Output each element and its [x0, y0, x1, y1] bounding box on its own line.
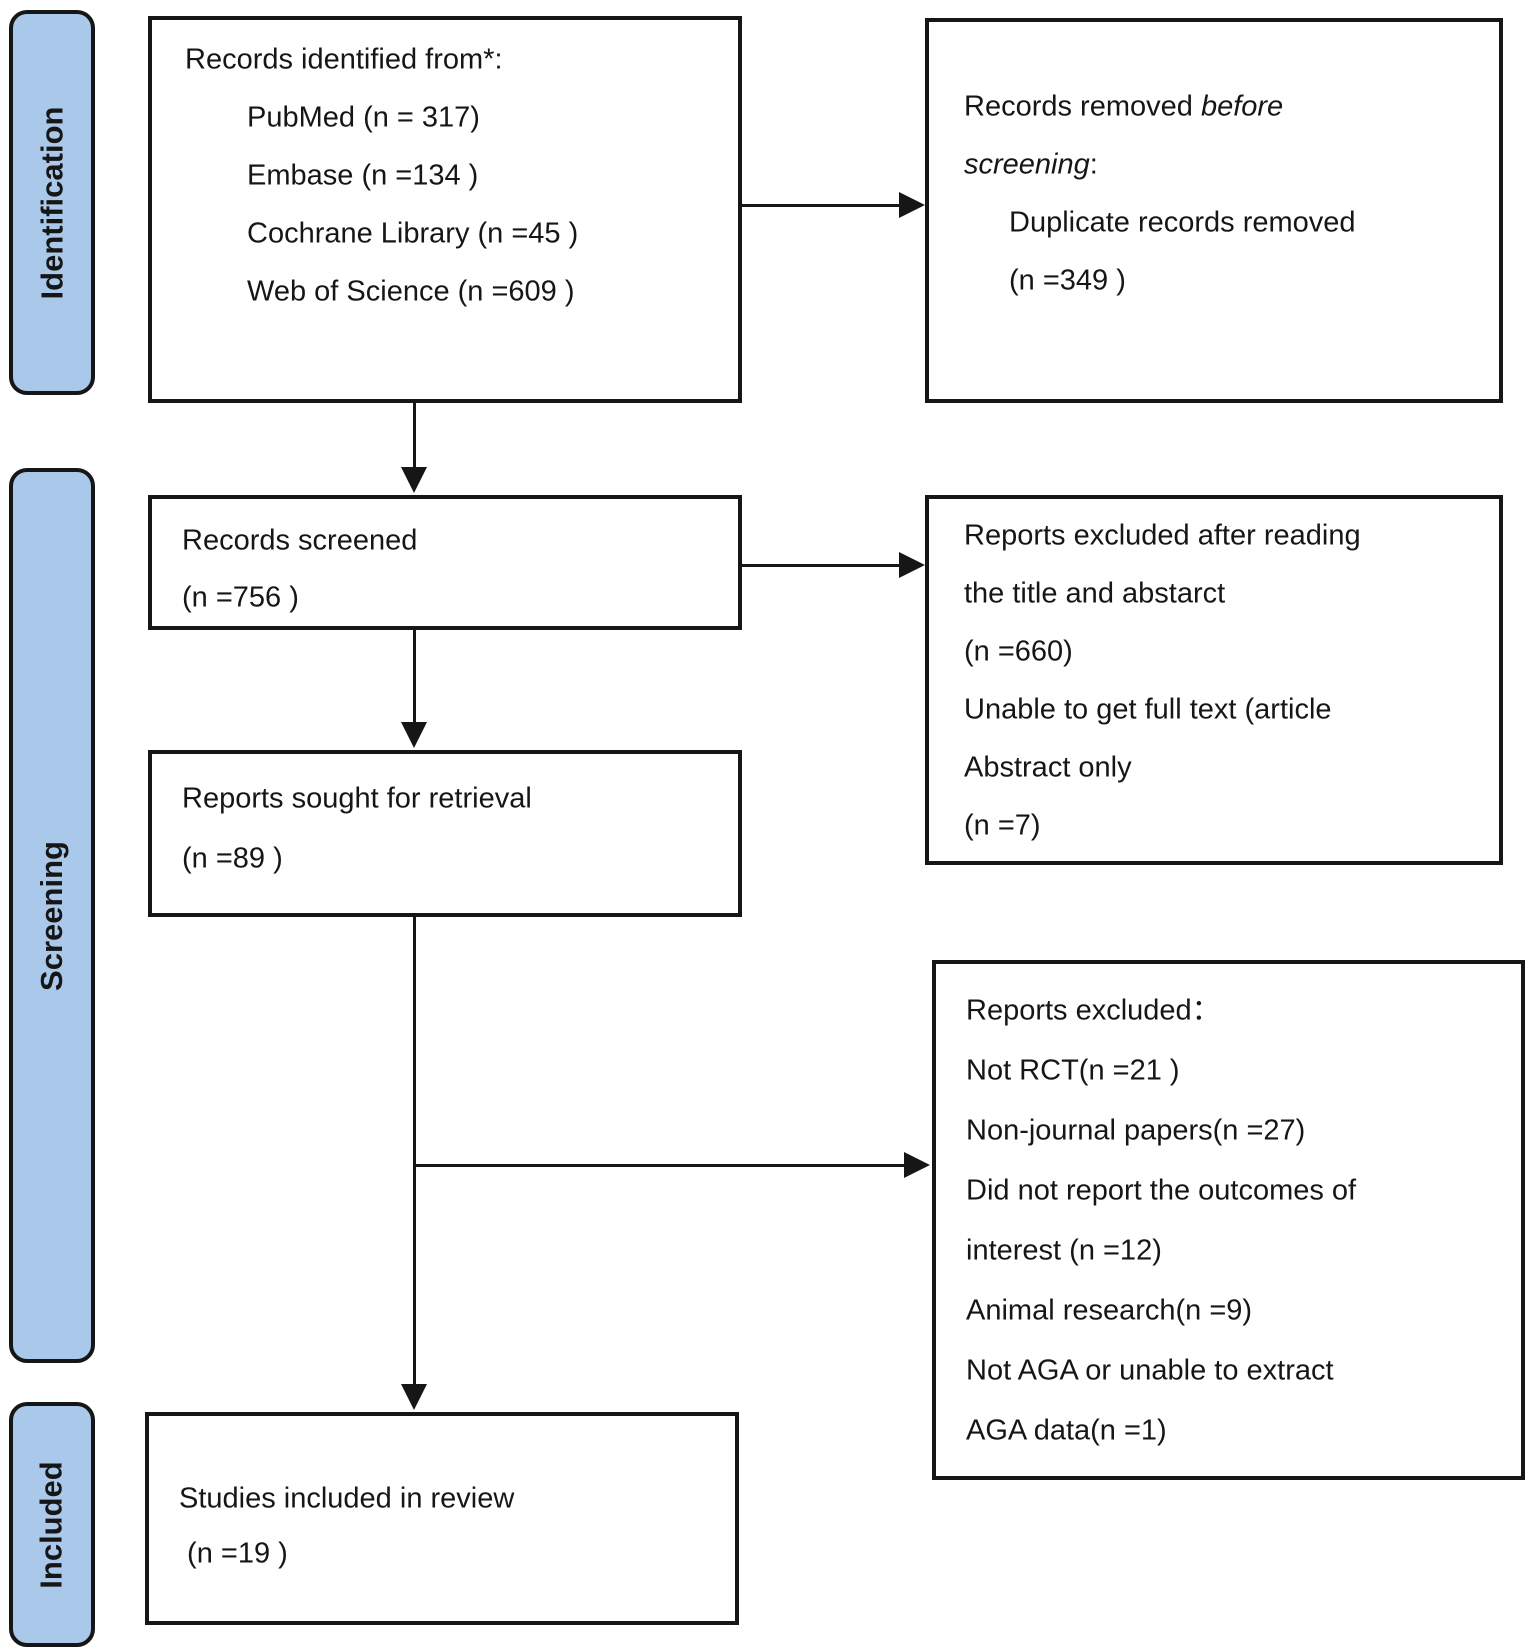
excluded-reading-line-5: Abstract only [964, 751, 1132, 784]
stage-label-identification: Identification [9, 10, 95, 395]
records-identified-item-pubmed: PubMed (n = 317) [247, 101, 480, 134]
records-screened-line-1: Records screened [182, 524, 418, 557]
stage-label-identification-text: Identification [34, 106, 70, 299]
records-screened-line-2: (n =756 ) [182, 581, 299, 614]
records-removed-count: (n =349 ) [1009, 264, 1126, 297]
reports-excluded-title: Reports excluded： [966, 994, 1221, 1027]
records-identified-item-wos: Web of Science (n =609 ) [247, 275, 575, 308]
box-reports-excluded-title-abstract: Reports excluded after reading the title… [925, 495, 1503, 865]
excluded-reading-line-4: Unable to get full text (article [964, 693, 1332, 726]
box-records-removed: Records removed before screening: Duplic… [925, 18, 1503, 403]
reports-excluded-line-outcomes-2: interest (n =12) [966, 1234, 1162, 1267]
box-studies-included: Studies included in review (n =19 ) [145, 1412, 739, 1625]
reports-excluded-line-animal: Animal research(n =9) [966, 1294, 1253, 1327]
stage-label-included: Included [9, 1402, 95, 1647]
reports-excluded-line-non-journal: Non-journal papers(n =27) [966, 1114, 1306, 1147]
records-removed-line-1-italic: before [1200, 90, 1284, 123]
excluded-reading-line-3: (n =660) [964, 635, 1073, 668]
records-removed-line-2: screening: [964, 148, 1098, 181]
reports-sought-line-1: Reports sought for retrieval [182, 782, 532, 815]
box-reports-excluded: Reports excluded： Not RCT(n =21 ) Non-jo… [932, 960, 1525, 1480]
box-records-identified: Records identified from*: PubMed (n = 31… [148, 16, 742, 403]
records-removed-line-2-normal: : [1089, 148, 1098, 181]
reports-excluded-line-not-rct: Not RCT(n =21 ) [966, 1054, 1180, 1087]
stage-label-included-text: Included [34, 1460, 70, 1589]
reports-sought-line-2: (n =89 ) [182, 842, 283, 875]
records-removed-line-1-normal: Records removed [964, 90, 1201, 123]
excluded-reading-line-1: Reports excluded after reading [964, 519, 1361, 552]
excluded-reading-line-2: the title and abstarct [964, 577, 1226, 610]
reports-excluded-line-aga-2: AGA data(n =1) [966, 1414, 1167, 1447]
studies-included-line-1: Studies included in review [179, 1482, 515, 1515]
records-removed-duplicates: Duplicate records removed [1009, 206, 1356, 239]
reports-excluded-line-aga-1: Not AGA or unable to extract [966, 1354, 1334, 1387]
box-reports-sought: Reports sought for retrieval (n =89 ) [148, 750, 742, 917]
stage-label-screening-text: Screening [34, 840, 70, 991]
reports-excluded-line-outcomes-1: Did not report the outcomes of [966, 1174, 1357, 1207]
records-removed-line-2-italic: screening [964, 148, 1090, 181]
records-removed-line-1: Records removed before [964, 90, 1283, 123]
records-identified-item-embase: Embase (n =134 ) [247, 159, 479, 192]
records-identified-title: Records identified from*: [185, 43, 503, 76]
excluded-reading-line-6: (n =7) [964, 809, 1041, 842]
studies-included-line-2: (n =19 ) [179, 1537, 288, 1570]
stage-label-screening: Screening [9, 468, 95, 1363]
records-identified-item-cochrane: Cochrane Library (n =45 ) [247, 217, 579, 250]
box-records-screened: Records screened (n =756 ) [148, 495, 742, 630]
